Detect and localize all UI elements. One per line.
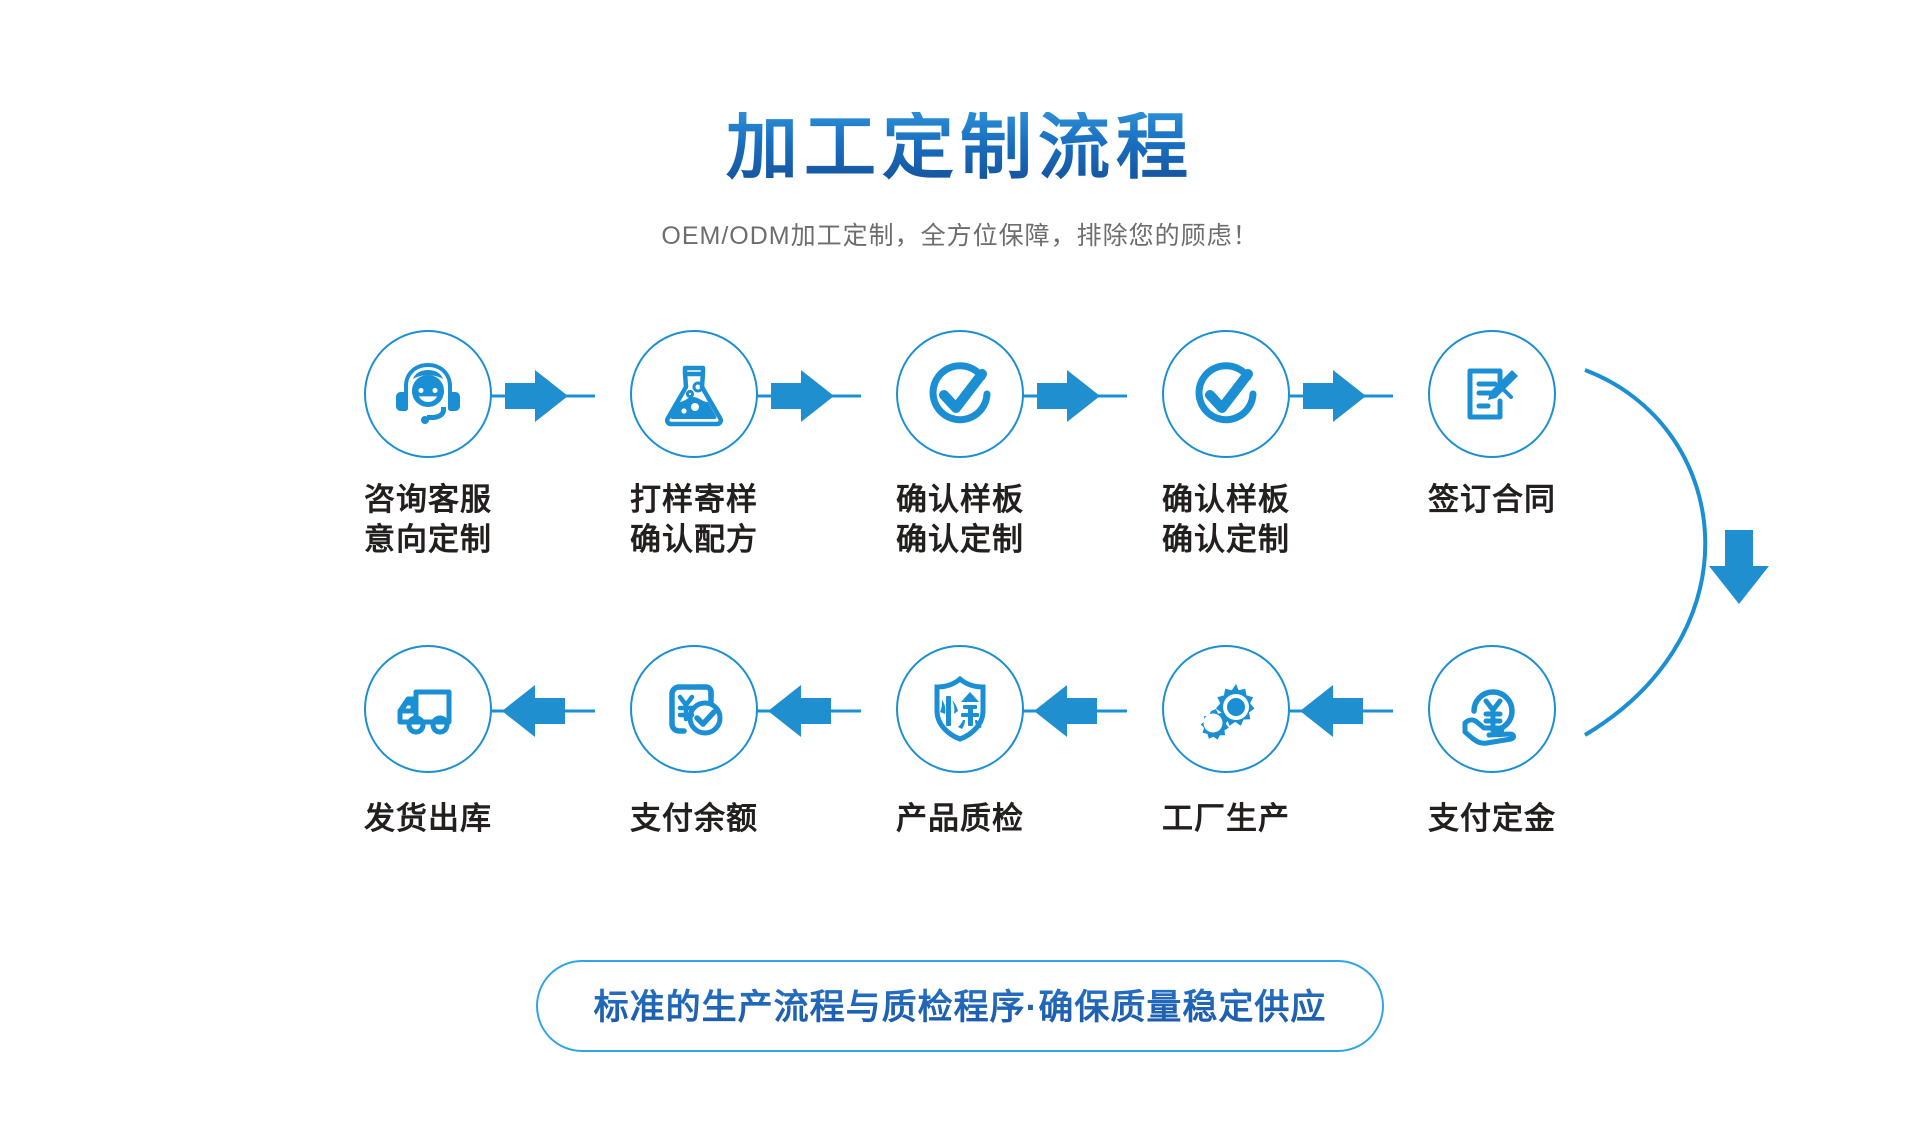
step-shipment-delivery[interactable]: 发货出库 [295, 645, 561, 839]
step-confirm-sample-1[interactable]: 确认样板 确认定制 [827, 330, 1093, 561]
step-confirm-sample-2[interactable]: 确认样板 确认定制 [1093, 330, 1359, 561]
step-label: 支付定金 [1428, 801, 1556, 836]
yen-payment-check-icon [630, 645, 758, 773]
check-circle-icon [1162, 330, 1290, 458]
step-label: 咨询客服 意向定制 [364, 482, 492, 558]
step-label: 工厂生产 [1162, 801, 1290, 836]
header: 加工定制流程 OEM/ODM加工定制，全方位保障，排除您的顾虑！ [0, 112, 1920, 252]
delivery-truck-icon [364, 645, 492, 773]
step-label: 打样寄样 确认配方 [630, 482, 758, 558]
process-flow: 咨询客服 意向定制 打样寄样 确 [0, 330, 1920, 920]
bottom-banner-wrap: 标准的生产流程与质检程序·确保质量稳定供应 [0, 960, 1920, 1052]
step-pay-balance[interactable]: 支付余额 [561, 645, 827, 839]
flow-row-2: 发货出库 [0, 645, 1920, 895]
step-sign-contract[interactable]: 签订合同 [1359, 330, 1625, 520]
step-label: 发货出库 [364, 801, 492, 836]
step-label: 产品质检 [896, 801, 1024, 836]
bottom-banner: 标准的生产流程与质检程序·确保质量稳定供应 [535, 960, 1385, 1052]
step-sampling-formula[interactable]: 打样寄样 确认配方 [561, 330, 827, 561]
page-title: 加工定制流程 [0, 112, 1920, 184]
step-label: 支付余额 [630, 801, 758, 836]
headset-customer-service-icon [364, 330, 492, 458]
step-factory-production[interactable]: 工厂生产 [1093, 645, 1359, 839]
step-label: 确认样板 确认定制 [896, 482, 1024, 558]
step-label: 签订合同 [1428, 482, 1556, 517]
page-subtitle: OEM/ODM加工定制，全方位保障，排除您的顾虑！ [661, 222, 1259, 250]
step-pay-deposit[interactable]: 支付定金 [1359, 645, 1625, 839]
shield-inspection-icon [896, 645, 1024, 773]
contract-pen-icon [1428, 330, 1556, 458]
check-circle-icon [896, 330, 1024, 458]
flow-row-1: 咨询客服 意向定制 打样寄样 确 [0, 330, 1920, 580]
step-consult-customer-service[interactable]: 咨询客服 意向定制 [295, 330, 561, 561]
step-label: 确认样板 确认定制 [1162, 482, 1290, 558]
hand-yen-coin-icon [1428, 645, 1556, 773]
flask-beaker-icon [630, 330, 758, 458]
gears-factory-icon [1162, 645, 1290, 773]
step-quality-inspection[interactable]: 产品质检 [827, 645, 1093, 839]
